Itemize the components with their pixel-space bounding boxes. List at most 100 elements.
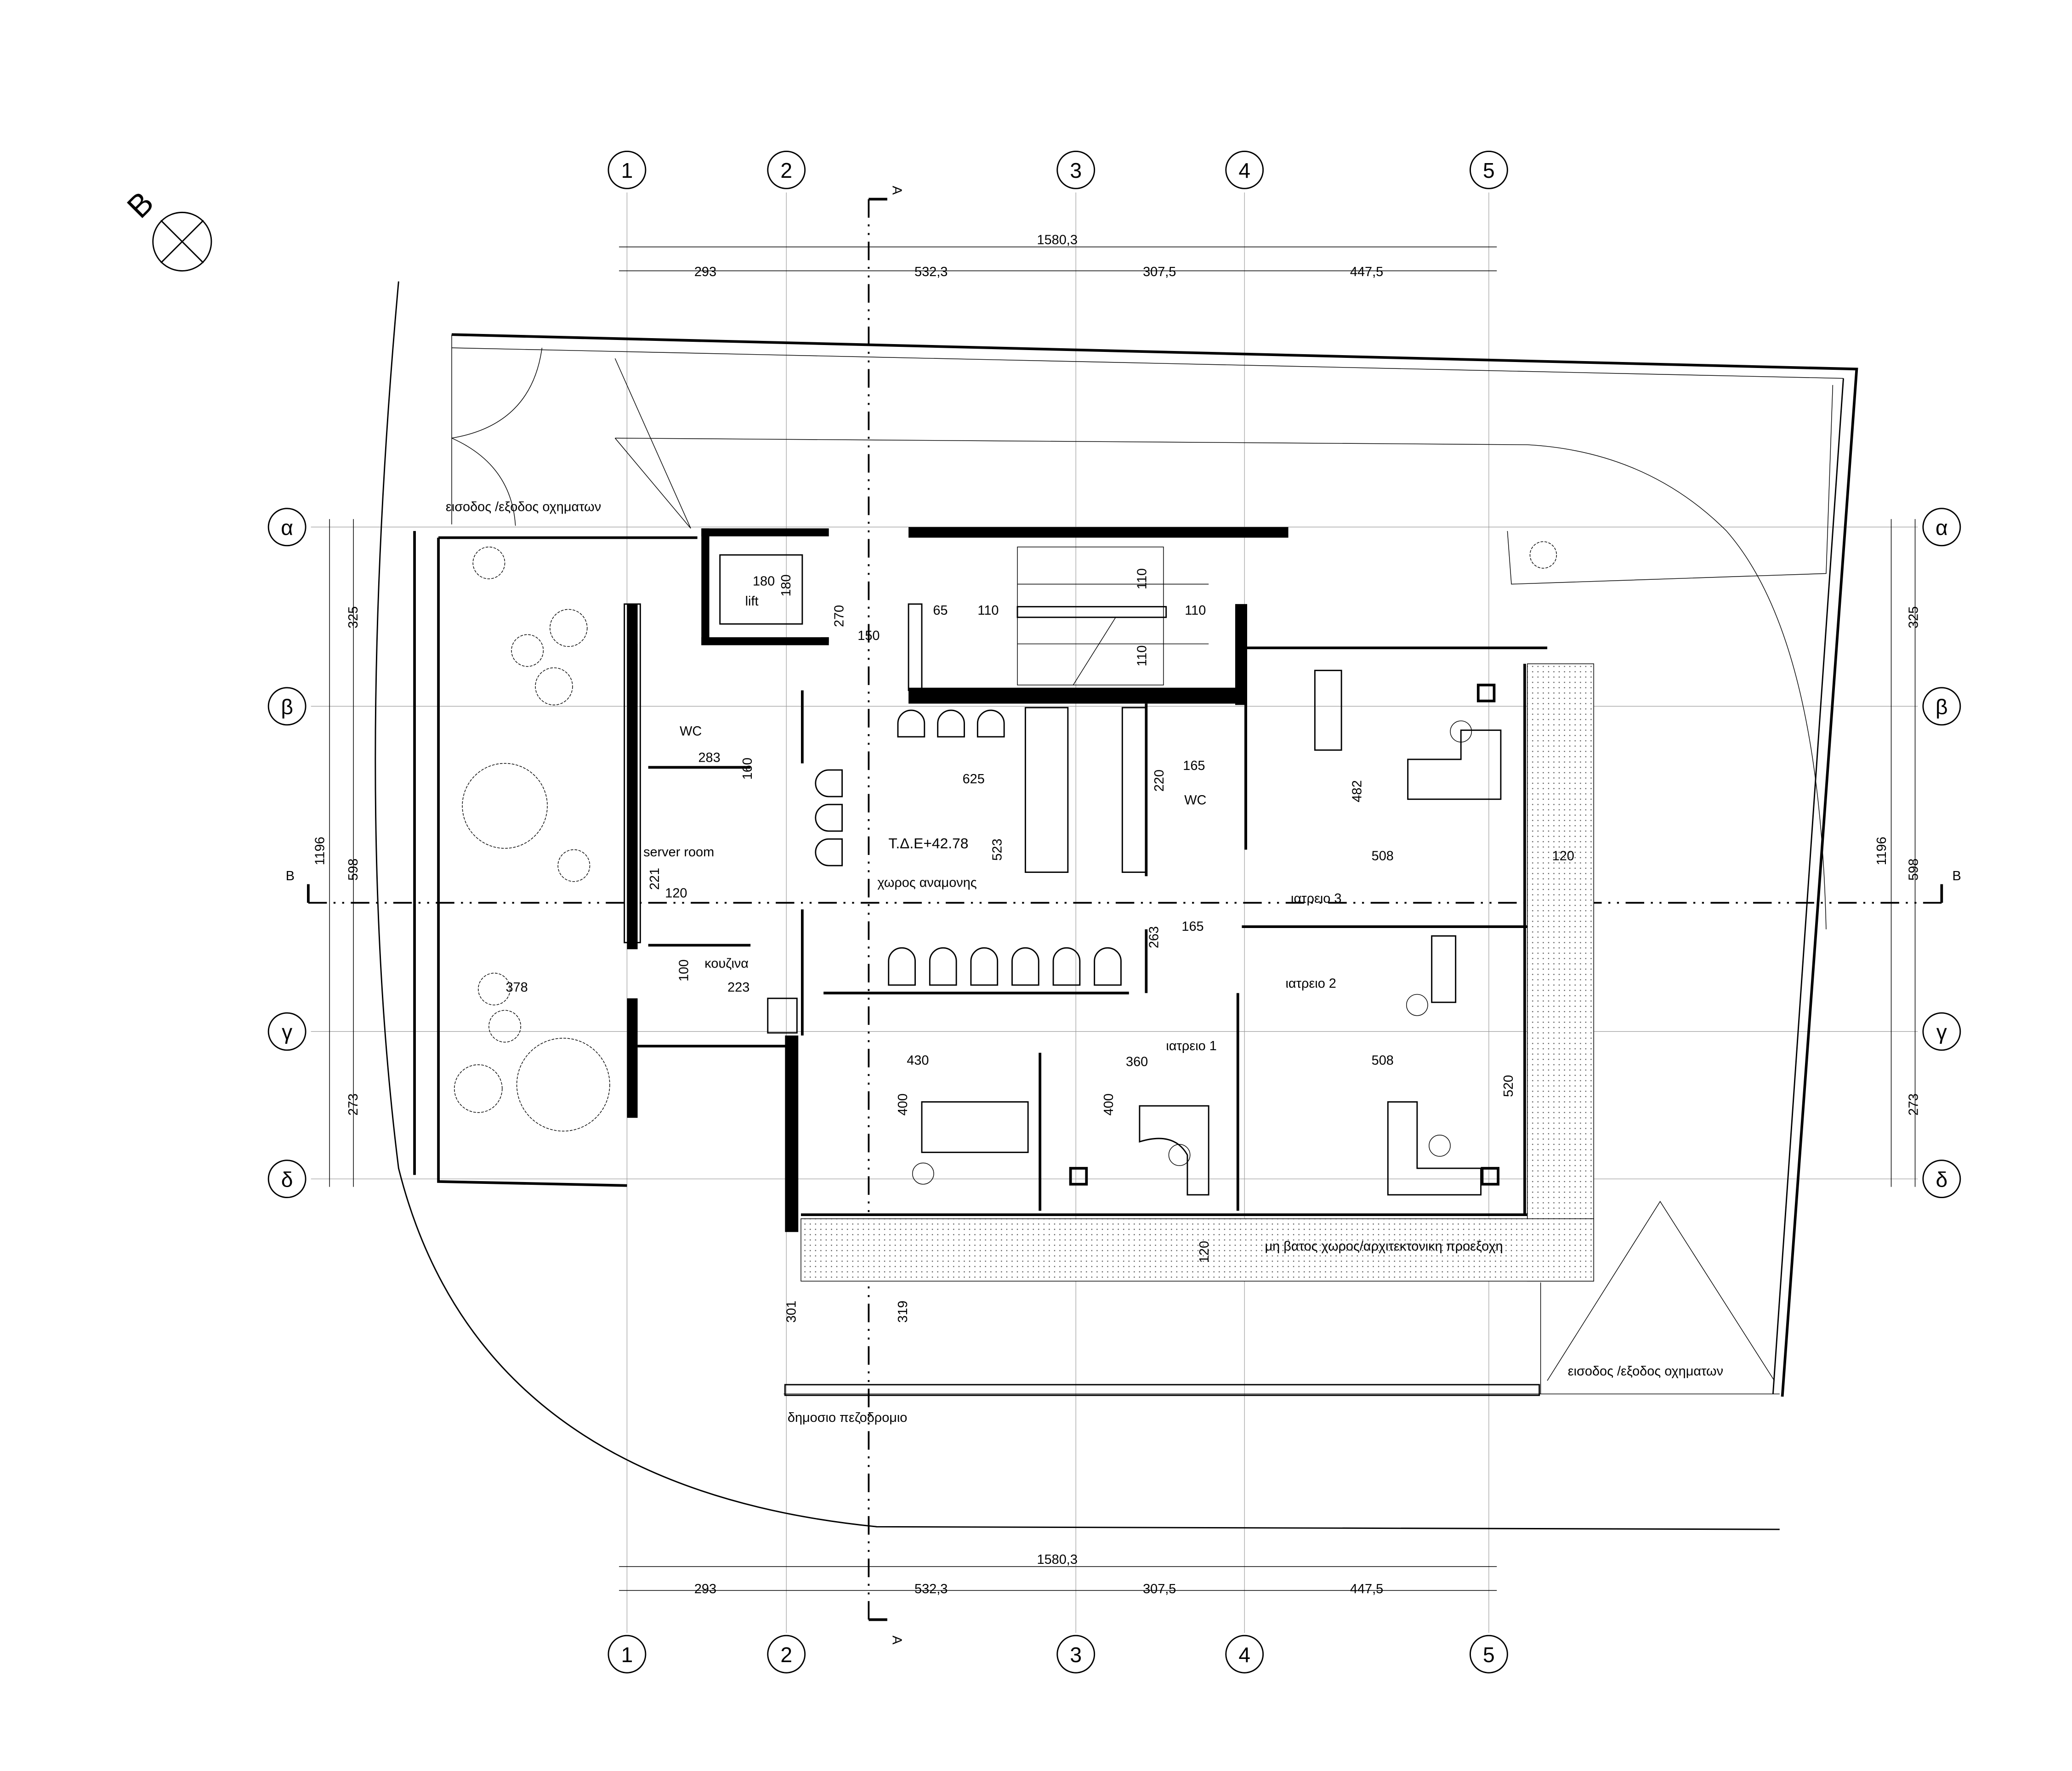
dim: 160 bbox=[740, 758, 755, 780]
site-boundary bbox=[375, 281, 1858, 1530]
dimension-chain-right: 1196 325 598 273 bbox=[1874, 519, 1921, 1187]
dim: 220 bbox=[1152, 770, 1167, 792]
dimension-chain-top: 1580,3 293 532,3 307,5 447,5 bbox=[619, 233, 1497, 279]
grid-row-label: γ bbox=[282, 1020, 292, 1044]
dim: 508 bbox=[1372, 1053, 1394, 1068]
grid-col-label: 3 bbox=[1070, 158, 1082, 182]
grid-row-label: β bbox=[1936, 695, 1948, 719]
grid-row-label: β bbox=[281, 695, 293, 719]
room-label-lift: lift bbox=[745, 594, 759, 609]
grid-col-label: 4 bbox=[1238, 158, 1250, 182]
dim: 307,5 bbox=[1143, 1582, 1176, 1596]
grid-bubbles-right: α β γ δ bbox=[1922, 508, 1961, 1199]
grid-col-label: 3 bbox=[1070, 1643, 1082, 1667]
dim: 180 bbox=[753, 574, 775, 588]
grid-lines bbox=[311, 192, 1918, 1633]
grid-col-label: 4 bbox=[1238, 1643, 1250, 1667]
grid-row-label: δ bbox=[1936, 1167, 1947, 1191]
dim: 273 bbox=[346, 1093, 361, 1115]
north-arrow-icon: B bbox=[120, 184, 212, 272]
dim: 273 bbox=[1906, 1093, 1921, 1115]
level-label: Τ.Δ.Ε+42.78 bbox=[888, 835, 968, 852]
dim: 325 bbox=[1906, 606, 1921, 628]
dim: 482 bbox=[1350, 780, 1365, 802]
dim: 263 bbox=[1147, 926, 1161, 948]
dim: 447,5 bbox=[1350, 265, 1383, 279]
dimension-chain-left: 1196 325 598 273 bbox=[313, 519, 361, 1187]
furniture bbox=[767, 669, 1502, 1196]
dim: 165 bbox=[1181, 919, 1203, 934]
room-label-waiting: χωρος αναμονης bbox=[877, 875, 976, 890]
dim: 532,3 bbox=[914, 1582, 948, 1596]
overhang-label: μη βατος χωρος/αρχιτεκτονικη προεξοχη bbox=[1265, 1239, 1503, 1254]
dim: 598 bbox=[1906, 859, 1921, 881]
dim: 270 bbox=[832, 605, 846, 627]
dim: 165 bbox=[1183, 758, 1205, 773]
dim: 400 bbox=[896, 1093, 910, 1115]
room-label-office-2: ιατρειο 2 bbox=[1286, 976, 1336, 991]
dim: 532,3 bbox=[914, 265, 948, 279]
vehicle-entry-label: εισοδος /εξοδος οχηματων bbox=[446, 500, 601, 515]
grid-col-label: 2 bbox=[780, 1643, 792, 1667]
lift bbox=[719, 554, 803, 625]
room-label-office-1: ιατρειο 1 bbox=[1166, 1039, 1216, 1053]
room-label-server: server room bbox=[643, 845, 714, 860]
dim: 110 bbox=[1135, 645, 1149, 667]
dim: 400 bbox=[1101, 1093, 1116, 1115]
dim: 378 bbox=[505, 980, 528, 995]
dim: 120 bbox=[665, 886, 687, 901]
dim: 523 bbox=[990, 838, 1005, 860]
dim: 223 bbox=[727, 980, 749, 995]
room-label-kitchen: κουζινα bbox=[704, 956, 749, 971]
section-lines: A A B B bbox=[286, 186, 1961, 1645]
dim: 293 bbox=[694, 265, 716, 279]
dim: 150 bbox=[857, 628, 880, 643]
dim-total: 1580,3 bbox=[1037, 1552, 1078, 1567]
dim: 447,5 bbox=[1350, 1582, 1383, 1596]
dim: 508 bbox=[1372, 849, 1394, 864]
dim: 110 bbox=[977, 603, 999, 618]
dim-total: 1580,3 bbox=[1037, 233, 1078, 248]
sidewalk-label: δημοσιο πεζοδρομιο bbox=[788, 1410, 907, 1425]
plan-labels: εισοδος /εξοδος οχηματων εισοδος /εξοδος… bbox=[446, 500, 1723, 1425]
overhang-terrace bbox=[800, 663, 1594, 1282]
grid-bubbles-top: 1 2 3 4 5 bbox=[607, 150, 1508, 189]
grid-bubbles-left: α β γ δ bbox=[267, 508, 307, 1199]
dim: 520 bbox=[1501, 1075, 1516, 1097]
dim: 598 bbox=[346, 859, 361, 881]
dim-total: 1196 bbox=[1874, 837, 1889, 865]
section-a-label: A bbox=[889, 186, 904, 195]
grid-col-label: 2 bbox=[780, 158, 792, 182]
dim: 301 bbox=[784, 1301, 799, 1323]
dim: 325 bbox=[346, 606, 361, 628]
dim: 120 bbox=[1552, 849, 1574, 864]
grid-col-label: 5 bbox=[1483, 158, 1495, 182]
dim: 65 bbox=[933, 603, 948, 618]
dim: 110 bbox=[1185, 603, 1206, 618]
section-b-label: B bbox=[1952, 869, 1961, 883]
dim: 307,5 bbox=[1143, 265, 1176, 279]
dim: 625 bbox=[963, 772, 985, 786]
walls bbox=[624, 527, 1548, 1232]
dim: 110 bbox=[1135, 568, 1149, 589]
grid-row-label: α bbox=[1936, 516, 1948, 540]
grid-row-label: δ bbox=[281, 1167, 293, 1191]
dim: 293 bbox=[694, 1582, 716, 1596]
dim: 319 bbox=[896, 1301, 910, 1323]
dim: 100 bbox=[676, 959, 691, 981]
grid-col-label: 5 bbox=[1483, 1643, 1495, 1667]
staircase bbox=[1016, 546, 1209, 685]
dimension-chain-bottom: 1580,3 293 532,3 307,5 447,5 bbox=[619, 1552, 1497, 1596]
grid-col-label: 1 bbox=[621, 1643, 633, 1667]
dim: 221 bbox=[647, 868, 662, 890]
grid-row-label: α bbox=[281, 516, 293, 540]
dim: 180 bbox=[779, 574, 794, 596]
grid-bubbles-bottom: 1 2 3 4 5 bbox=[607, 1635, 1508, 1674]
room-label-office-3: ιατρειο 3 bbox=[1291, 891, 1341, 906]
dim: 283 bbox=[698, 751, 721, 765]
grid-row-label: γ bbox=[1936, 1020, 1947, 1044]
section-b-label: B bbox=[286, 869, 295, 883]
north-label: B bbox=[120, 184, 160, 225]
vehicle-entry-label: εισοδος /εξοδος οχηματων bbox=[1568, 1364, 1723, 1379]
